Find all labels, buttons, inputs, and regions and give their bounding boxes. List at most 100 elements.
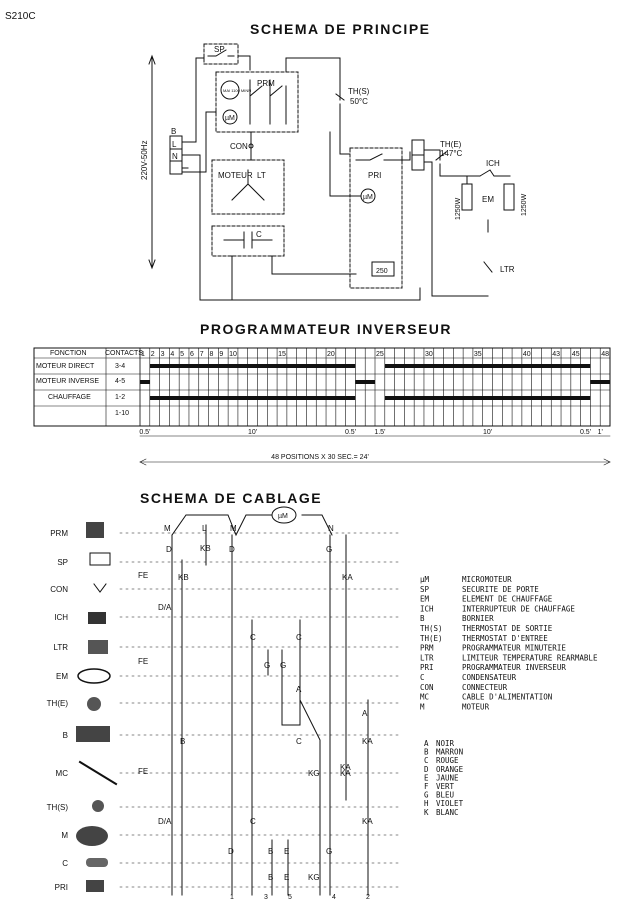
position-label: 8 — [210, 351, 214, 358]
wire-color-label: A — [362, 709, 368, 718]
wire-color-label: KB — [200, 544, 211, 553]
the-label: TH(E) — [440, 140, 462, 149]
motor-icon — [76, 826, 108, 846]
color-name: BLANC — [436, 808, 459, 817]
legend-label: CONNECTEUR — [462, 683, 508, 692]
component-label: PRM — [50, 529, 68, 538]
terminal-number-label: 2 — [366, 894, 370, 900]
wiring-diagram — [119, 506, 401, 896]
terminal-number-label: 5 — [288, 894, 292, 900]
position-label: 48 — [601, 351, 609, 358]
duration-label: 10' — [483, 429, 492, 436]
heater-switch-icon — [88, 612, 106, 624]
component-list — [76, 522, 118, 892]
position-label: 20 — [327, 351, 335, 358]
row-contacts-4-5: 4-5 — [115, 378, 125, 385]
wire-color-label: B — [180, 737, 185, 746]
terminal-block-icon — [76, 726, 110, 742]
pri-micromotor-circle — [360, 188, 376, 204]
legend-code: B — [420, 614, 425, 623]
position-label: 3 — [161, 351, 165, 358]
legend-code: PRM — [420, 644, 434, 653]
ths-contact — [335, 93, 345, 155]
prm-timer-box — [215, 71, 299, 133]
moteur-label: MOTEUR — [218, 171, 253, 180]
motor-box — [211, 159, 285, 215]
legend-code: PRI — [420, 663, 434, 672]
position-label: 43 — [552, 351, 560, 358]
component-label: TH(S) — [47, 803, 69, 812]
wire-color-label: D/A — [158, 603, 172, 612]
color-code: G — [424, 791, 429, 800]
color-name: ROUGE — [436, 756, 459, 765]
legend-label: CABLE D'ALIMENTATION — [462, 693, 552, 702]
terminal-number-label: 3 — [264, 894, 268, 900]
position-label: 25 — [376, 351, 384, 358]
position-label: 4 — [170, 351, 174, 358]
component-label: PRI — [55, 883, 68, 892]
contact-bar-row2-3 — [590, 380, 610, 384]
component-label: C — [62, 859, 68, 868]
wire-color-label: KG — [308, 769, 320, 778]
component-label: EM — [56, 672, 68, 681]
color-code: A — [424, 739, 429, 748]
color-name: JAUNE — [436, 773, 459, 782]
wire-color-label: A — [296, 685, 302, 694]
position-label: 30 — [425, 351, 433, 358]
legend-label: THERMOSTAT DE SORTIE — [462, 624, 553, 633]
heater-resistor-2 — [503, 183, 515, 211]
position-label: 9 — [219, 351, 223, 358]
component-label: CON — [50, 585, 68, 594]
w1-label: 1250W — [455, 197, 462, 220]
legend-label: THERMOSTAT D'ENTREE — [462, 634, 548, 643]
wire-color-label: KA — [362, 737, 373, 746]
supply-voltage-label: 220V-50Hz — [140, 140, 149, 180]
page-code: S210C — [5, 11, 36, 22]
col-contacts-header: CONTACTS — [105, 350, 143, 357]
row-contacts-3-4: 3-4 — [115, 363, 125, 370]
legend-code: TH(E) — [420, 634, 443, 643]
limiter-icon — [88, 640, 108, 654]
mu2-label: µM — [363, 194, 373, 201]
color-code: B — [424, 748, 429, 757]
ltr-label: LTR — [500, 265, 515, 274]
duration-label: 1.5' — [374, 429, 385, 436]
pri-resistor — [371, 261, 395, 277]
legend-code: C — [420, 673, 425, 682]
c-label: C — [256, 230, 262, 239]
contact-bar-row2-2 — [355, 380, 375, 384]
legend-label: CONDENSATEUR — [462, 673, 517, 682]
heating-element-icon — [77, 668, 111, 684]
color-code: E — [424, 773, 429, 782]
wire-color-label: G — [264, 661, 270, 670]
wire-color-label: KB — [178, 573, 189, 582]
position-label: 5 — [180, 351, 184, 358]
sp-switch-box — [203, 43, 239, 65]
component-label: MC — [56, 769, 69, 778]
legend-label: INTERRUPTEUR DE CHAUFFAGE — [462, 604, 575, 613]
sp-label: SP — [214, 45, 225, 54]
wire-color-label: C — [296, 633, 302, 642]
pri-label: PRI — [368, 171, 381, 180]
wire-color-label: G — [280, 661, 286, 670]
wire-color-label: C — [296, 737, 302, 746]
component-label: LTR — [53, 643, 68, 652]
position-label: 6 — [190, 351, 194, 358]
power-cable-icon — [78, 760, 118, 786]
title-schema-principe: SCHEMA DE PRINCIPE — [250, 21, 431, 37]
position-label: 1 — [141, 351, 145, 358]
wire-color-label: D — [228, 847, 234, 856]
row-label-chauffage: CHAUFFAGE — [48, 394, 91, 401]
terminal-n-label: N — [172, 152, 178, 161]
programmer-chart: FONCTION CONTACTS MOTEUR DIRECT 3-4 MOTE… — [33, 347, 611, 466]
legend-code: MC — [420, 693, 429, 702]
wire-color-label: FE — [138, 571, 148, 580]
legend-label: MICROMOTEUR — [462, 575, 512, 584]
duration-label: 1' — [598, 429, 603, 436]
wiring-top-l: L — [202, 524, 207, 533]
wiring-top-m: M — [164, 524, 171, 533]
legend-label: BORNIER — [462, 614, 494, 623]
legend-code: TH(S) — [420, 624, 443, 633]
terminal-b-label: B — [171, 127, 176, 136]
row-label-moteur-inverse: MOTEUR INVERSE — [36, 378, 99, 385]
